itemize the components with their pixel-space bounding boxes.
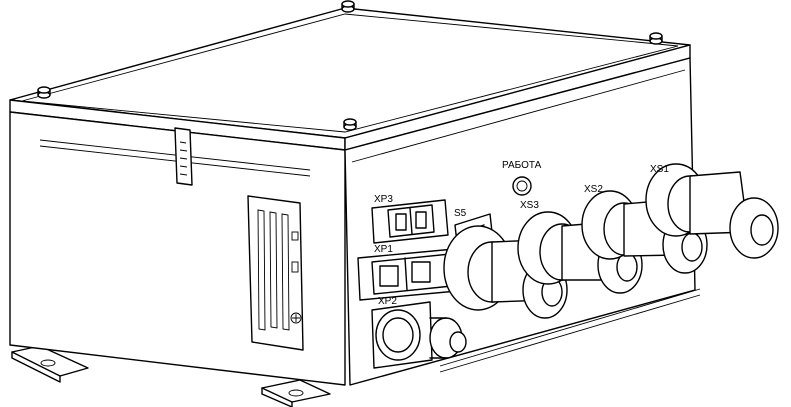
label-xp1: XP1 (374, 244, 393, 255)
label-xp3: XP3 (374, 194, 393, 205)
label-xp2: XP2 (378, 296, 397, 307)
mounting-foot-right (261, 379, 331, 407)
connector-xp1 (357, 247, 473, 301)
label-indicator: РАБОТА (502, 160, 542, 171)
label-s5: S5 (454, 208, 467, 219)
cable-gland-4 (645, 163, 779, 259)
label-xs3: XS3 (520, 200, 539, 211)
connector-xp2 (371, 301, 467, 369)
lid-bolts (37, 0, 663, 131)
label-xs2: XS2 (584, 184, 603, 195)
indicator-lamp (512, 176, 532, 196)
seal-tag-icon (174, 127, 193, 186)
nameplate-icon (247, 195, 304, 351)
logo-icon (290, 312, 302, 324)
connector-xp3 (371, 199, 449, 244)
label-xs1: XS1 (650, 164, 669, 175)
